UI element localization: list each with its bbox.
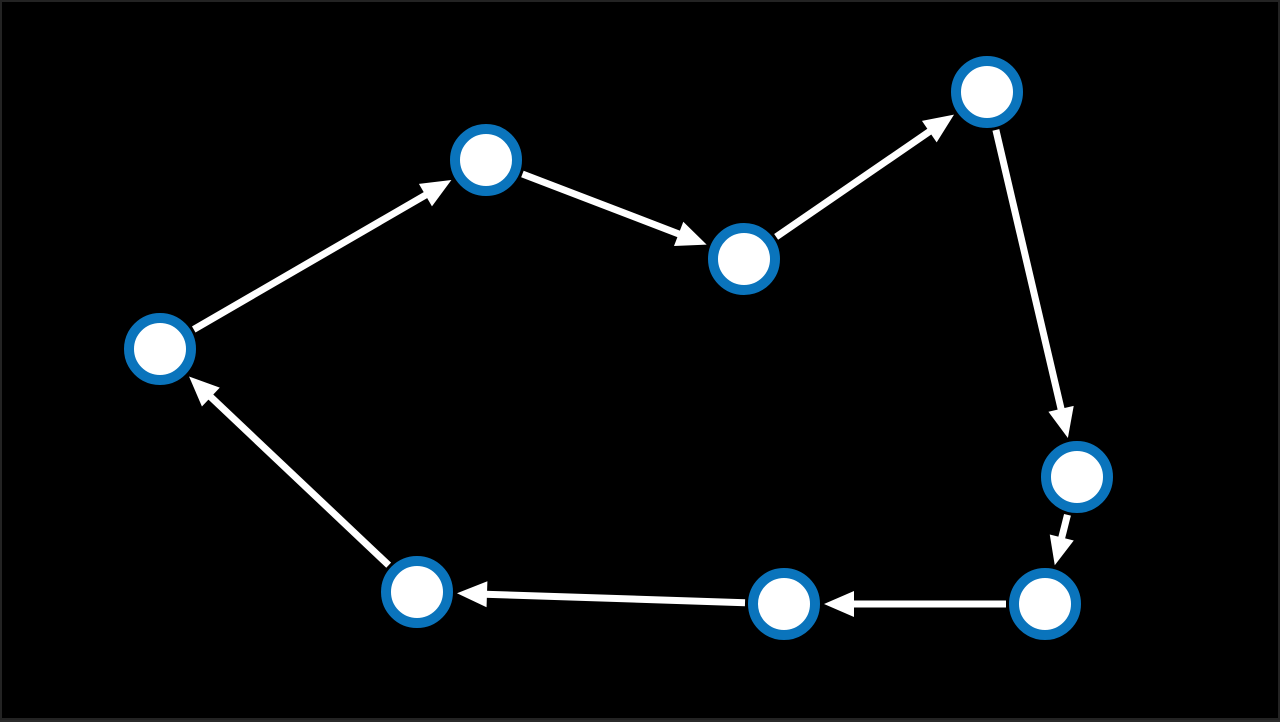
edge-line [521,170,682,238]
edge-line [1057,513,1071,541]
node-circle [951,56,1023,128]
edge-line [992,129,1065,412]
graph-node[interactable] [450,124,522,196]
arrowhead-icon [418,180,452,207]
arrowhead-icon [921,114,955,143]
node-circle [1009,568,1081,640]
edge-layer [189,114,1074,617]
node-layer [124,56,1113,640]
graph-node[interactable] [381,556,453,628]
graph-node[interactable] [1009,568,1081,640]
node-circle [748,568,820,640]
graph-edge[interactable] [191,180,452,333]
node-circle [708,223,780,295]
graph-edge[interactable] [189,376,392,568]
graph-node[interactable] [124,313,196,385]
edge-line [484,590,746,607]
arrowhead-icon [824,591,854,617]
graph-edge[interactable] [1049,513,1074,566]
arrowhead-icon [456,581,488,608]
node-circle [1041,441,1113,513]
arrowhead-icon [1048,405,1074,439]
graph-edge[interactable] [824,591,1006,617]
arrowhead-icon [189,376,220,407]
arrowhead-icon [673,221,707,247]
edge-line [774,127,933,240]
graph-edge[interactable] [774,114,955,240]
node-circle [381,556,453,628]
edge-line [191,191,429,333]
node-circle [124,313,196,385]
edge-line [207,393,392,568]
node-circle [450,124,522,196]
graph-edge[interactable] [456,581,746,608]
graph-edge[interactable] [521,170,707,247]
graph-edge[interactable] [992,129,1074,439]
graph-node[interactable] [748,568,820,640]
arrowhead-icon [1049,534,1074,566]
graph-node[interactable] [708,223,780,295]
graph-node[interactable] [951,56,1023,128]
graph-node[interactable] [1041,441,1113,513]
